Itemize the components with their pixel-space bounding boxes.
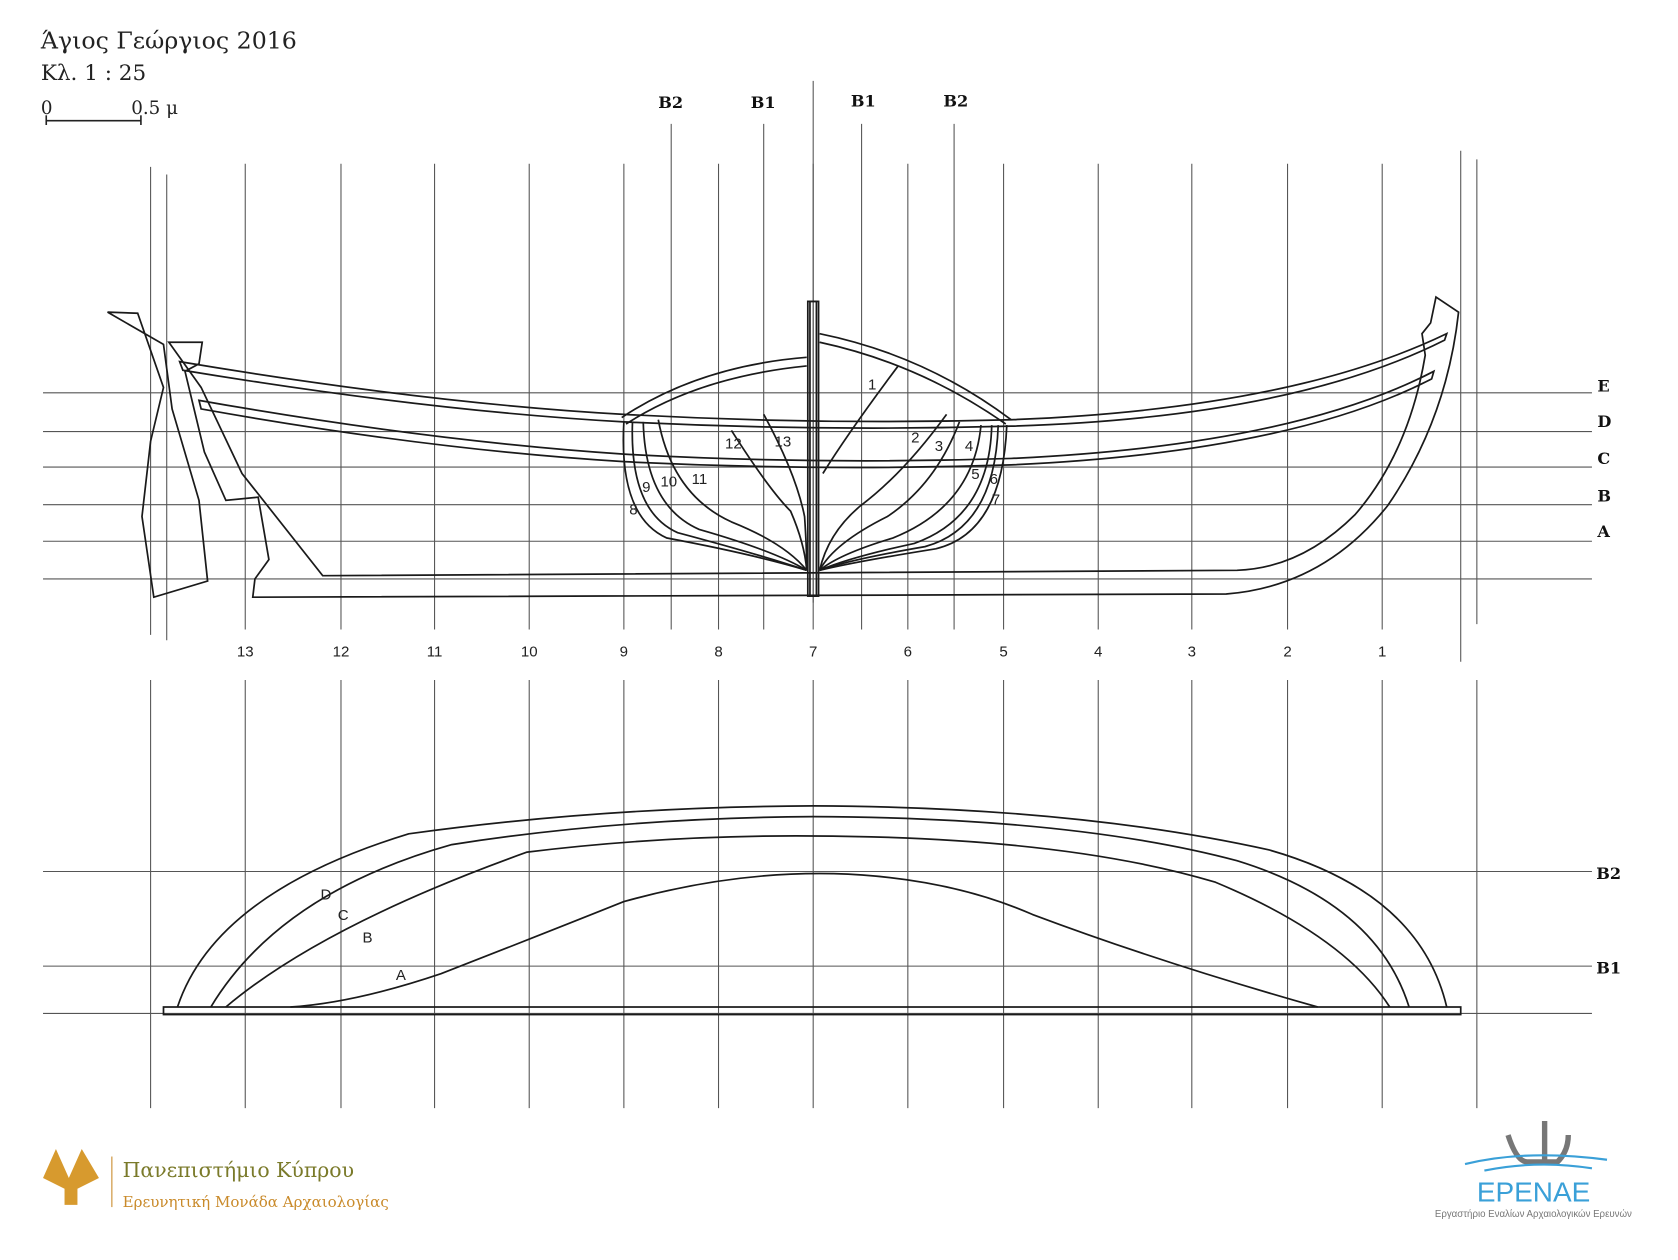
waves-icon — [1464, 1154, 1608, 1172]
body-section-2: 2 — [911, 429, 919, 446]
body-section-11: 11 — [692, 471, 708, 488]
section-label-b2-left: B2 — [658, 93, 683, 112]
station-label: 12 — [333, 643, 350, 660]
profile-grid — [43, 80, 1592, 662]
waterline-label-d: D — [1597, 412, 1611, 431]
scalebar-zero: 0 — [41, 98, 53, 119]
drawing-title: Άγιος Γεώργιος 2016 — [40, 27, 297, 55]
station-label: 10 — [521, 643, 538, 660]
university-name: Πανεπιστήμιο Κύπρου — [123, 1158, 354, 1182]
university-unit: Ερευνητική Μονάδα Αρχαιολογίας — [123, 1193, 389, 1211]
station-label: 2 — [1283, 643, 1291, 660]
body-section-5: 5 — [971, 466, 979, 483]
station-label: 4 — [1094, 643, 1102, 660]
hull-plan — [162, 805, 1462, 1016]
waterline-label-a: A — [1596, 522, 1610, 541]
scalebar-end: 0.5 μ — [131, 98, 178, 119]
body-section-8: 8 — [629, 501, 637, 518]
plan-label-b: B — [362, 929, 372, 946]
station-label: 8 — [714, 643, 722, 660]
body-section-1: 1 — [868, 377, 876, 394]
plan-label-d: D — [321, 886, 332, 903]
plan-grid — [43, 680, 1592, 1109]
body-section-10: 10 — [660, 473, 677, 490]
station-label: 5 — [999, 643, 1007, 660]
body-plan — [621, 332, 1012, 572]
waterline-label-b: B — [1597, 486, 1611, 505]
epenae-logo: EPENAE Εργαστήριο Εναλίων Αρχαιολογικών … — [1435, 1121, 1632, 1220]
section-label-b1-left: B1 — [751, 93, 776, 112]
plan-label-a: A — [396, 967, 406, 984]
body-section-4: 4 — [965, 438, 973, 455]
plan-buttock-b1: B1 — [1596, 959, 1621, 978]
station-label: 7 — [809, 643, 817, 660]
section-label-b2-right: B2 — [943, 92, 968, 111]
body-section-9: 9 — [642, 479, 650, 496]
epenae-logo-text: EPENAE — [1477, 1177, 1590, 1208]
drawing-scale: Κλ. 1 : 25 — [41, 61, 146, 86]
section-label-b1-right: B1 — [851, 92, 876, 111]
station-label: 9 — [620, 643, 628, 660]
station-label: 13 — [237, 643, 254, 660]
station-label: 6 — [904, 643, 912, 660]
university-tree-icon — [43, 1148, 99, 1205]
lab-name: Εργαστήριο Εναλίων Αρχαιολογικών Ερευνών — [1435, 1209, 1632, 1220]
station-label: 11 — [427, 643, 443, 660]
waterline-label-e: E — [1597, 377, 1609, 396]
plan-buttock-b2: B2 — [1596, 864, 1621, 883]
station-label: 3 — [1188, 643, 1196, 660]
plan-label-c: C — [338, 907, 349, 924]
body-section-13: 13 — [774, 434, 791, 451]
station-label: 1 — [1378, 643, 1386, 660]
body-section-6: 6 — [990, 471, 998, 488]
body-section-3: 3 — [935, 438, 943, 455]
body-plan-labels: 8 9 10 11 12 13 1 2 3 4 5 6 7 — [629, 377, 1000, 519]
body-section-12: 12 — [725, 436, 742, 453]
body-section-7: 7 — [992, 492, 1000, 509]
waterline-label-c: C — [1597, 449, 1610, 468]
ship-icon — [1505, 1121, 1571, 1165]
scalebar — [45, 115, 142, 125]
university-logo: Πανεπιστήμιο Κύπρου Ερευνητική Μονάδα Αρ… — [43, 1148, 389, 1211]
